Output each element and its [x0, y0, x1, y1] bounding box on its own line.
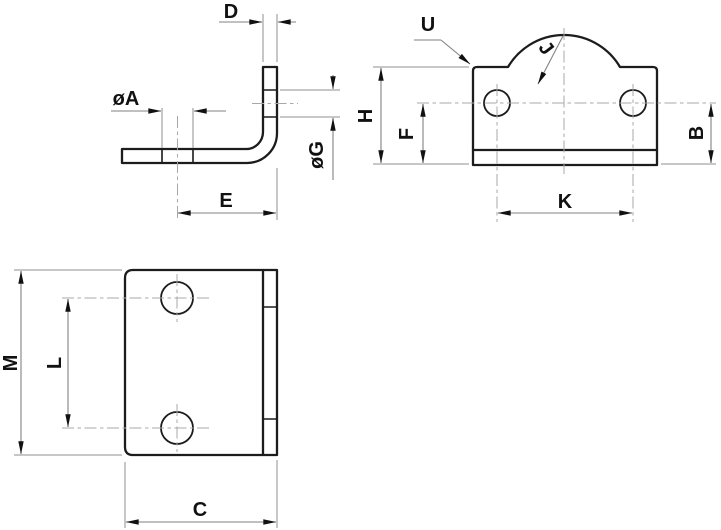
- front-view-outline: [471, 33, 659, 167]
- dim-C-extension-lines: [124, 460, 278, 528]
- dim-label-F: F: [396, 128, 418, 140]
- dim-label-H: H: [355, 109, 377, 123]
- plan-view: M L C: [0, 268, 279, 528]
- dim-H-extension-lines: [373, 66, 469, 165]
- side-view-hole-edge-lines-horizontal-leg: [161, 149, 194, 163]
- side-view-hole-edge-lines-vertical-leg: [263, 89, 277, 118]
- dim-J-leader-arrow: [537, 35, 564, 85]
- dim-label-U: U: [421, 14, 435, 36]
- dim-G-extension-lines: [280, 89, 340, 118]
- side-view-outline: [120, 65, 279, 165]
- dim-label-E: E: [219, 190, 232, 212]
- dim-M-extension-lines: [14, 269, 122, 456]
- side-view: D øA E øG: [111, 1, 340, 221]
- plan-view-outline: [123, 268, 279, 457]
- dim-D-extension-lines: [262, 14, 278, 62]
- dim-label-B: B: [686, 126, 708, 140]
- dim-label-D: D: [224, 1, 238, 23]
- front-view: U J H F B K: [355, 14, 716, 222]
- dim-label-G: øG: [306, 141, 328, 169]
- dim-label-C: C: [193, 499, 207, 521]
- dim-U-leader-arrow: [440, 39, 471, 65]
- dim-A-extension-lines: [161, 108, 194, 148]
- dim-label-M: M: [0, 355, 22, 372]
- plan-view-flange-edge-ticks: [263, 306, 277, 420]
- dim-label-L: L: [44, 357, 66, 369]
- dim-label-K: K: [558, 191, 573, 213]
- dim-label-A: øA: [113, 88, 140, 110]
